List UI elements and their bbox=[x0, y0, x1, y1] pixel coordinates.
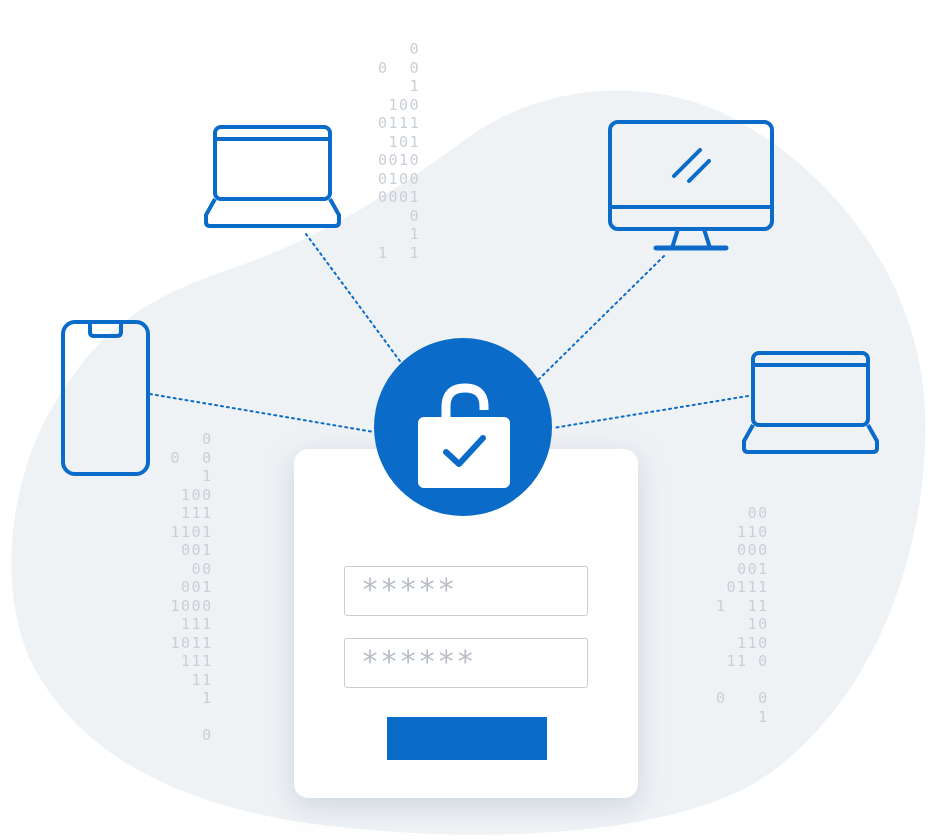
desktop-monitor-icon bbox=[608, 120, 774, 251]
laptop-icon bbox=[742, 351, 879, 454]
binary-code-column-right: 00 110 000 001 0111 1 11 10 110 11 0 0 0… bbox=[716, 504, 769, 726]
laptop-icon bbox=[204, 125, 341, 228]
password-input[interactable]: ***** bbox=[344, 566, 588, 616]
connector-top-right bbox=[535, 255, 665, 383]
smartphone-icon bbox=[61, 320, 150, 476]
connector-right bbox=[552, 395, 749, 429]
connector-left bbox=[149, 393, 375, 433]
login-card: ***** ****** bbox=[294, 449, 638, 798]
submit-button[interactable] bbox=[387, 717, 547, 760]
binary-code-column-top: 0 0 0 1 100 0111 101 0010 0100 0001 0 1 … bbox=[378, 40, 421, 262]
connector-top-left bbox=[305, 233, 409, 373]
binary-code-column-left: 0 0 0 1 100 111 1101 001 00 001 1000 111… bbox=[170, 430, 213, 744]
password-confirm-input[interactable]: ****** bbox=[344, 638, 588, 688]
